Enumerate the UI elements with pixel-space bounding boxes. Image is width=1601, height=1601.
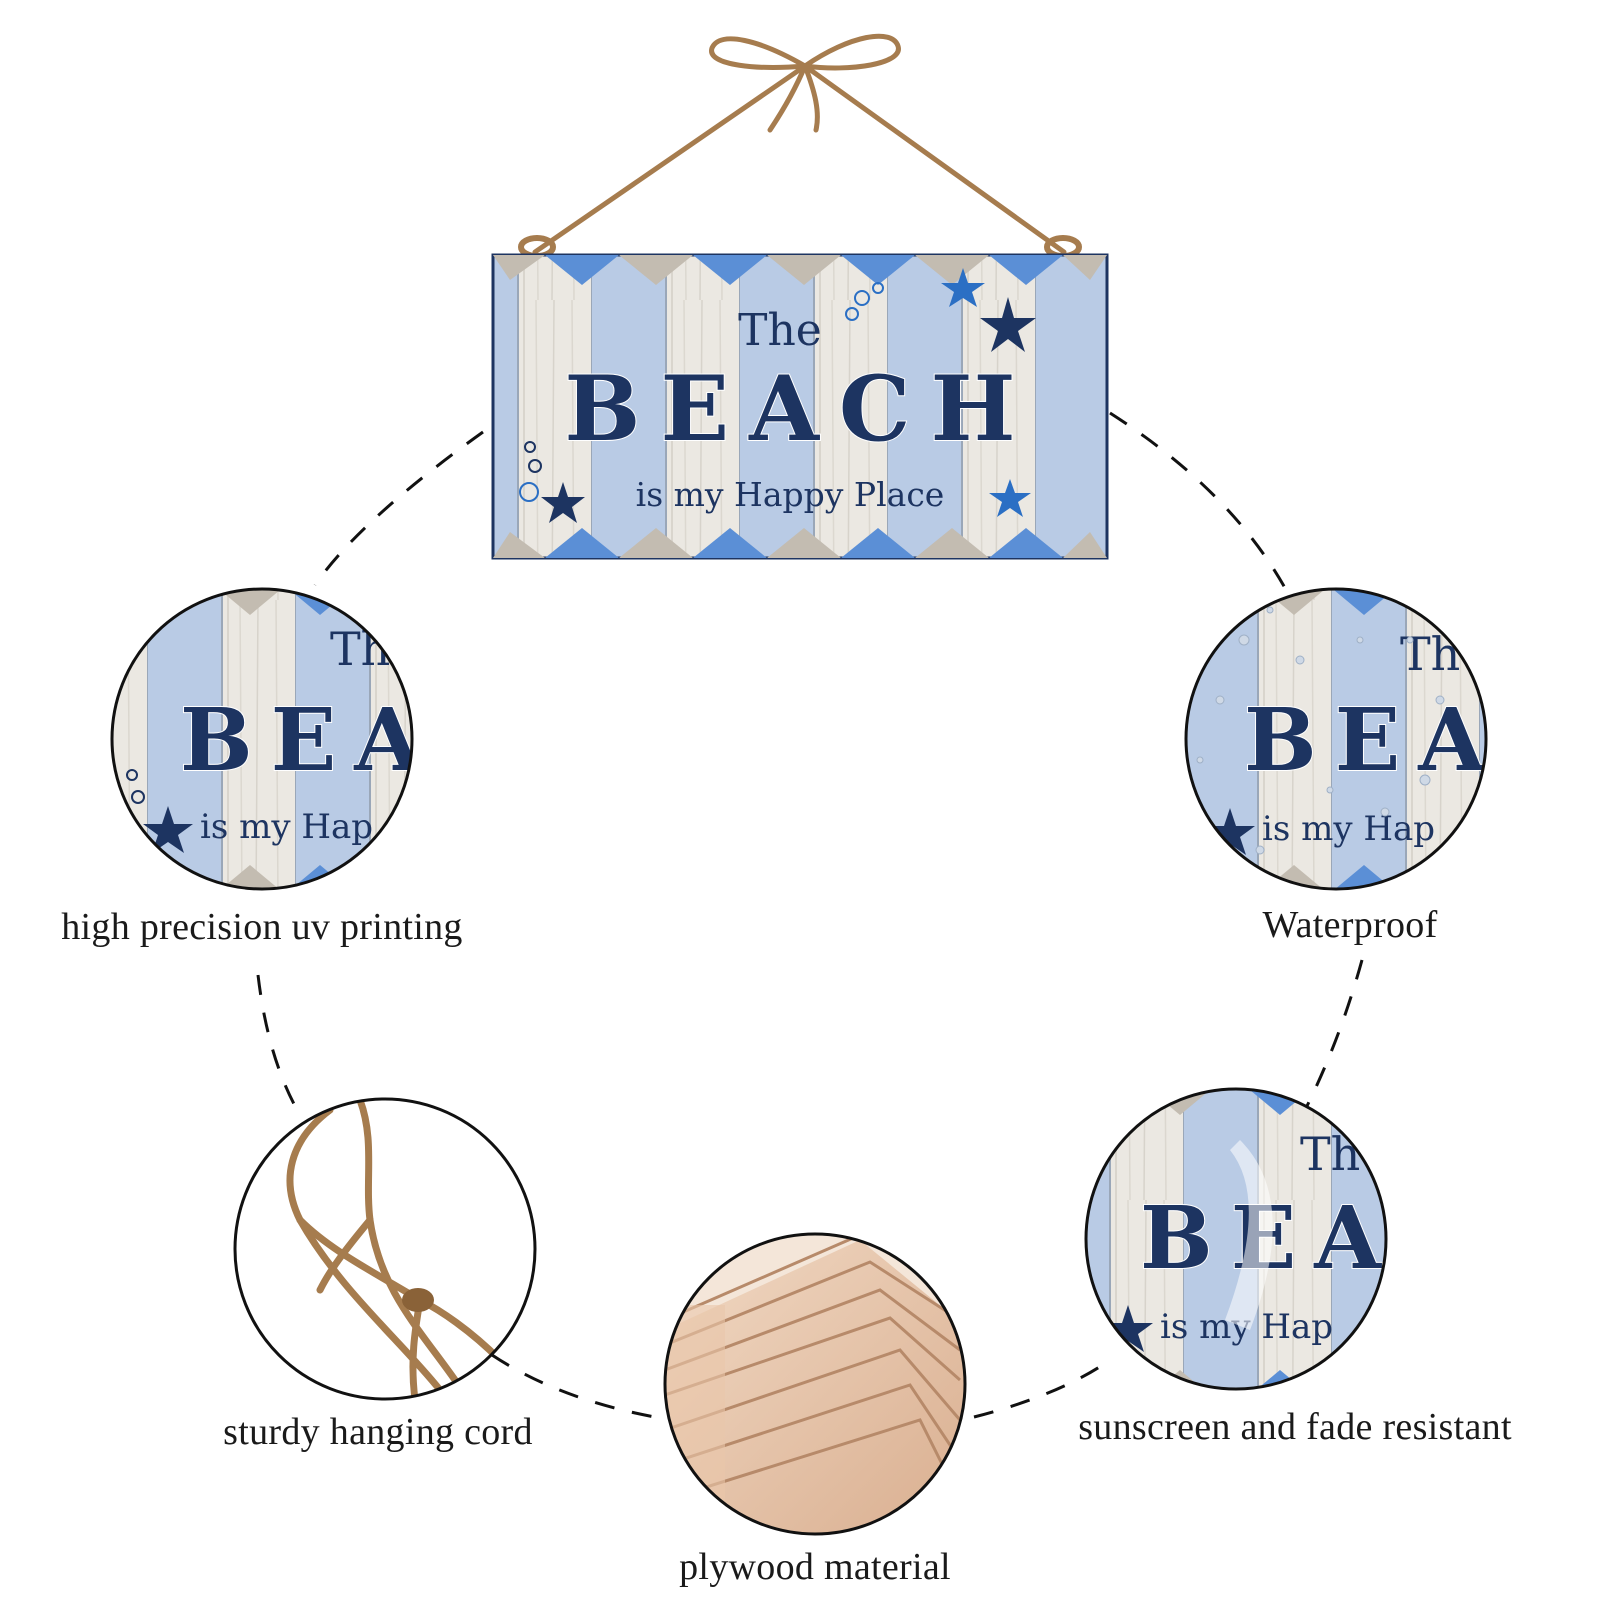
starfish-icon <box>143 806 193 853</box>
zoom-sunscreen: Th BEA is my Hap <box>1084 1087 1388 1391</box>
zoom-text-beach: BEA <box>1244 690 1503 791</box>
starfish-icon <box>1103 1305 1153 1352</box>
zoom-circle-border <box>233 1097 537 1401</box>
chevron-decorations <box>493 255 1107 558</box>
zoom-text-the: Th <box>1400 627 1460 681</box>
sign-line-beach: BEACH <box>564 356 1035 462</box>
sun-glare <box>1225 1140 1273 1330</box>
water-droplets-icon <box>1196 606 1445 855</box>
zoom-cord <box>233 1097 537 1401</box>
zoom-text-happy: is my Hap <box>200 807 373 847</box>
zoom-text-the: Th <box>1300 1127 1360 1181</box>
sign-line-happy-place: is my Happy Place <box>636 475 945 514</box>
zoom-circle-border <box>110 587 414 891</box>
starfish-icon <box>941 268 1031 517</box>
beach-sign: The BEACH is my Happy Place <box>491 253 1109 560</box>
starfish-icon <box>1205 808 1255 855</box>
caption-sunscreen: sunscreen and fade resistant <box>1078 1406 1512 1448</box>
sign-line-the: The <box>738 305 822 356</box>
caption-printing: high precision uv printing <box>61 906 463 948</box>
bubble-icon <box>519 282 884 502</box>
zoom-circle-border <box>663 1232 967 1536</box>
caption-plywood: plywood material <box>679 1546 951 1588</box>
dashed-ring <box>256 411 1364 1420</box>
caption-cord: sturdy hanging cord <box>223 1411 533 1453</box>
twine-icon <box>518 33 1082 259</box>
zoom-circle-border <box>1084 1087 1388 1391</box>
zoom-text-happy: is my Hap <box>1262 809 1435 849</box>
zoom-printing: Th BEA is my Hap <box>110 587 439 891</box>
zoom-waterproof: Th BEA is my Hap <box>1184 587 1503 891</box>
zoom-text-beach: BEA <box>180 690 439 791</box>
starfish-icon <box>541 297 1036 523</box>
zoom-plywood <box>663 1232 967 1536</box>
caption-waterproof: Waterproof <box>1262 904 1438 946</box>
zoom-circle-border <box>1184 587 1488 891</box>
